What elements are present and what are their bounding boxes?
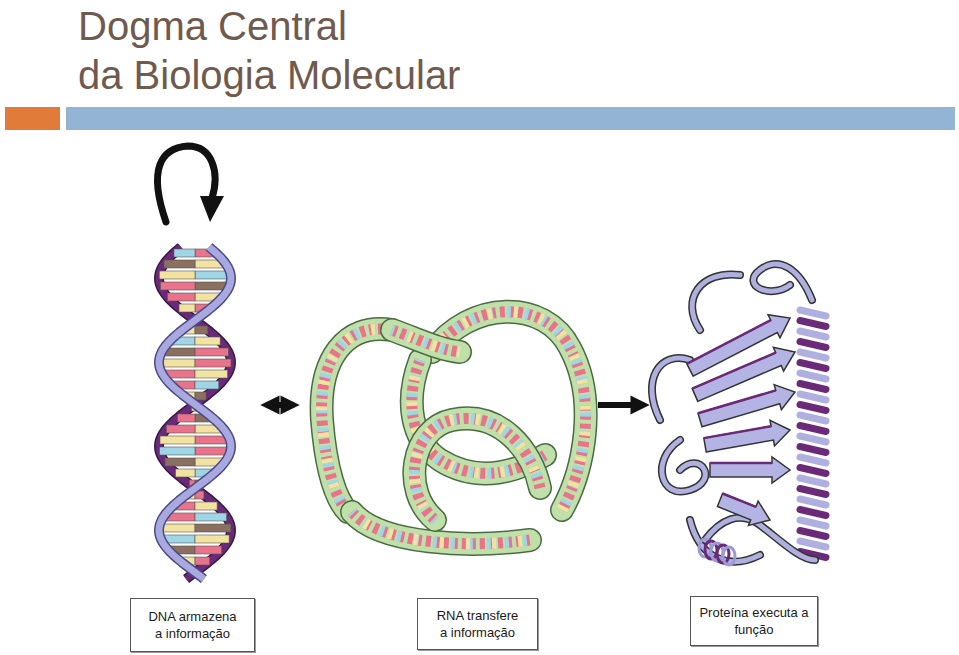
replication-arrow (157, 146, 224, 222)
flow-arrow (268, 402, 292, 408)
caption-text: DNA armazena a informação (147, 608, 239, 642)
stage-column: RNA transfere a informação (305, 140, 595, 655)
rna-strand (322, 312, 586, 544)
stage-column: DNA armazena a informação (128, 140, 255, 655)
caption-text: RNA transfere a informação (432, 607, 524, 641)
stage-column: Proteína executa a função (655, 140, 835, 655)
caption-text: Proteína executa a função (698, 604, 810, 638)
accent-bar (5, 107, 60, 130)
protein-ribbon (652, 264, 826, 565)
slide-title: Dogma Central da Biologia Molecular (78, 2, 460, 100)
header-bar (66, 107, 955, 130)
caption-box: RNA transfere a informação (417, 598, 538, 650)
dna-helix (159, 247, 231, 579)
flow-arrow (598, 402, 642, 408)
caption-box: Proteína executa a função (690, 596, 818, 646)
caption-box: DNA armazena a informação (130, 598, 255, 652)
